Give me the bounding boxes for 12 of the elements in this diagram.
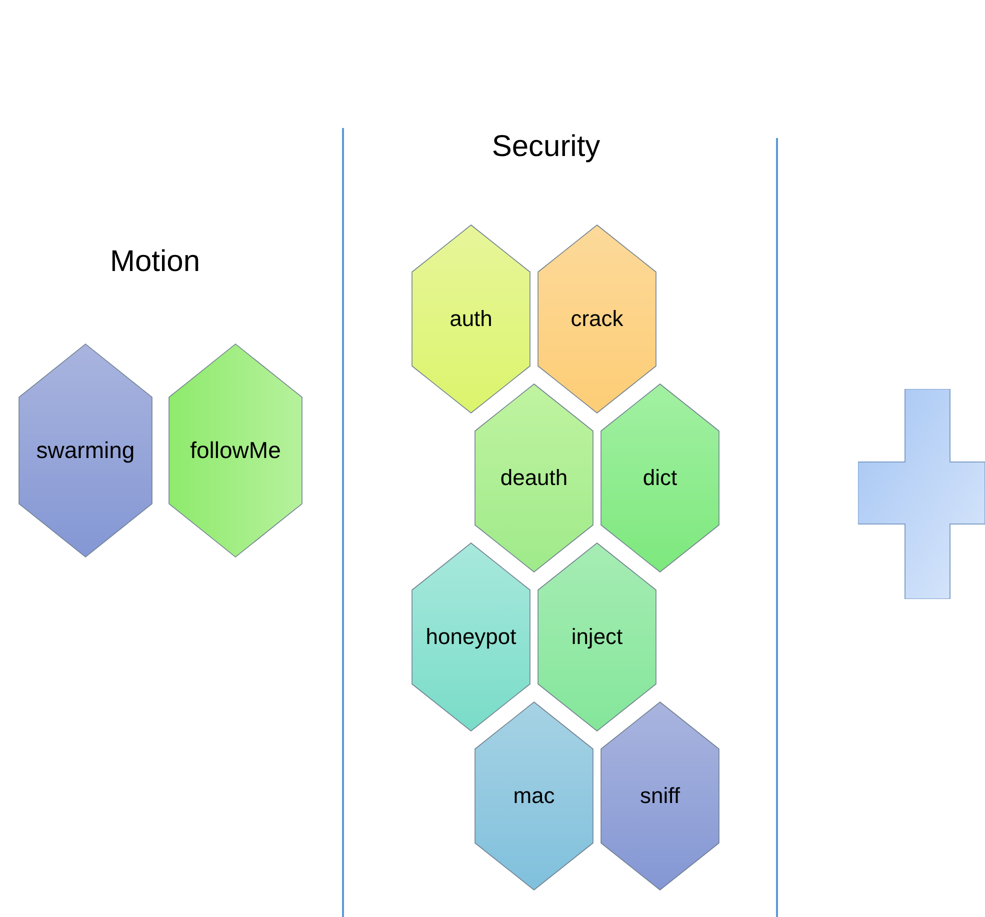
hexagon-label: dict [642, 465, 678, 491]
hexagon-label: followMe [190, 437, 281, 464]
hexagon-label: swarming [36, 437, 135, 464]
section-heading: Motion [110, 245, 200, 279]
hexagon-label: auth [450, 306, 492, 332]
hexagon-label: crack [570, 306, 624, 332]
hexagon-label: honeypot [426, 624, 516, 650]
hexagon-label: inject [571, 624, 623, 650]
section-heading: Security [492, 130, 600, 164]
hexagon-label: deauth [500, 465, 568, 491]
hexagon-label: mac [513, 783, 555, 809]
hexagon-label: sniff [640, 783, 680, 809]
